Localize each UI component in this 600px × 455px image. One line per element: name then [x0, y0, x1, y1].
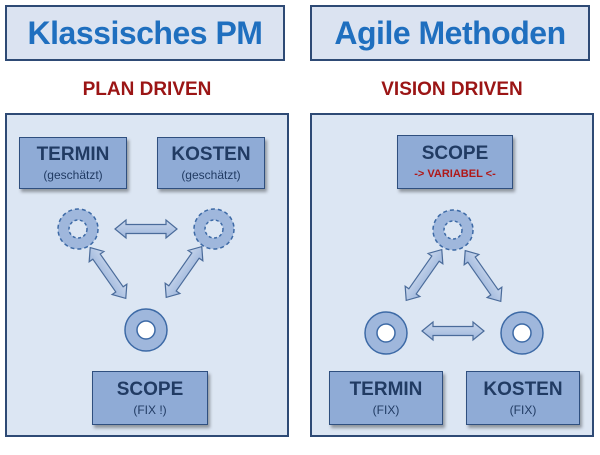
kosten-label: KOSTEN [483, 378, 563, 400]
dashed-ring-icon [57, 208, 99, 250]
solid-ring-icon [364, 311, 408, 355]
kosten-note: (FIX) [509, 402, 537, 417]
agile-title: Agile Methoden [310, 5, 590, 61]
solid-ring-icon [500, 311, 544, 355]
kosten-label: KOSTEN [171, 143, 251, 165]
dashed-ring-icon [432, 209, 474, 251]
termin-box: TERMIN (geschätzt) [19, 137, 127, 189]
double-headed-arrow-icon [404, 248, 444, 302]
vision-driven-subtitle: VISION DRIVEN [381, 79, 523, 100]
classic-pm-title: Klassisches PM [5, 5, 285, 61]
kosten-box: KOSTEN (FIX) [466, 371, 580, 425]
classic-triangle-diagram [57, 208, 235, 352]
termin-box: TERMIN (FIX) [329, 371, 443, 425]
scope-note: (FIX !) [133, 402, 167, 417]
dashed-ring-icon [193, 208, 235, 250]
double-headed-arrow-icon [421, 320, 485, 342]
double-headed-arrow-icon [114, 218, 178, 240]
scope-variable-note: -> VARIABEL <- [414, 167, 496, 180]
agile-column: Agile Methoden VISION DRIVEN [307, 0, 597, 455]
double-headed-arrow-icon [88, 246, 128, 300]
scope-label: SCOPE [116, 378, 184, 400]
scope-label: SCOPE [421, 142, 489, 164]
termin-label: TERMIN [349, 378, 423, 400]
kosten-box: KOSTEN (geschätzt) [157, 137, 265, 189]
double-headed-arrow-icon [463, 249, 503, 303]
kosten-note: (geschätzt) [181, 167, 241, 182]
solid-ring-icon [124, 308, 168, 352]
scope-box: SCOPE -> VARIABEL <- [397, 135, 513, 189]
classic-pm-column: Klassisches PM PLAN DRIVEN [2, 0, 292, 455]
termin-note: (geschätzt) [43, 167, 103, 182]
agile-panel: SCOPE -> VARIABEL <- TERMIN (FIX) KOSTEN… [310, 113, 594, 437]
scope-box: SCOPE (FIX !) [92, 371, 208, 425]
double-headed-arrow-icon [164, 245, 204, 299]
termin-note: (FIX) [372, 402, 400, 417]
plan-driven-subtitle: PLAN DRIVEN [82, 79, 212, 100]
classic-pm-panel: TERMIN (geschätzt) KOSTEN (geschätzt) SC… [5, 113, 289, 437]
agile-triangle-diagram [364, 209, 544, 355]
termin-label: TERMIN [36, 143, 110, 165]
